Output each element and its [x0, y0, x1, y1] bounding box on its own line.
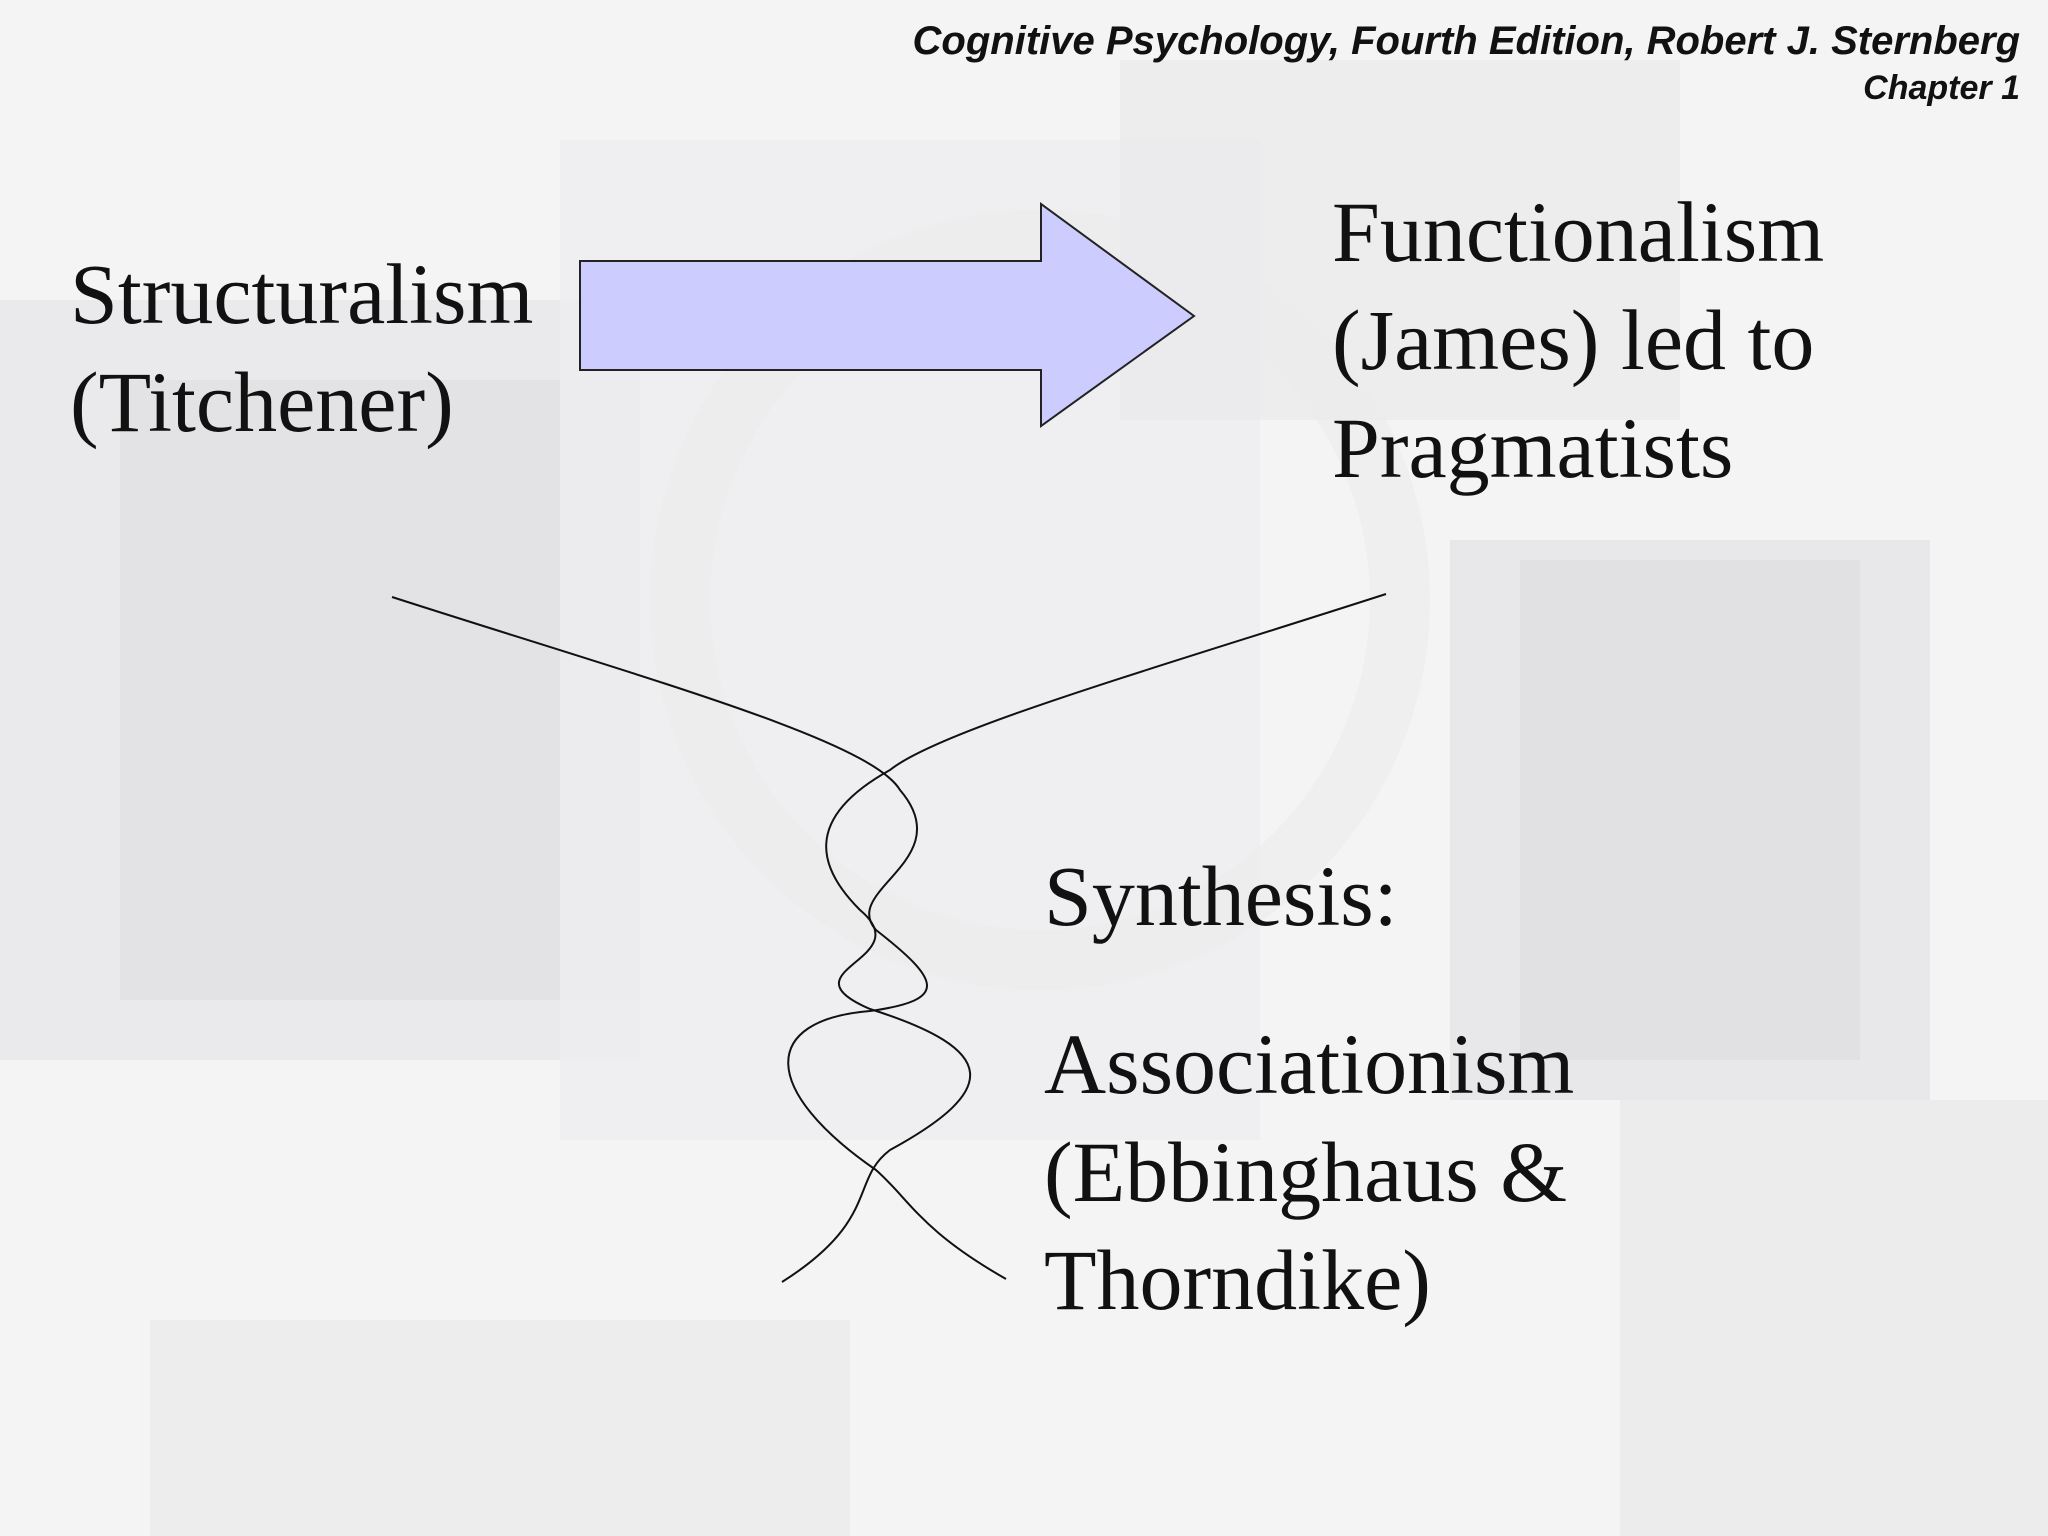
slide-header: Cognitive Psychology, Fourth Edition, Ro…: [913, 16, 2020, 110]
functionalism-proponent: (James) led to: [1332, 292, 1815, 388]
structuralism-proponent: (Titchener): [70, 354, 454, 450]
functionalism-label: Functionalism (James) led to Pragmatists: [1332, 178, 1824, 502]
associationism-label: Associationism (Ebbinghaus & Thorndike): [1044, 1010, 1574, 1334]
structuralism-term: Structuralism: [70, 246, 534, 342]
intertwining-strand-left: [391, 596, 1007, 1280]
structuralism-label: Structuralism (Titchener): [70, 240, 533, 456]
functionalism-term: Functionalism: [1332, 184, 1825, 280]
chapter-label: Chapter 1: [1863, 69, 2020, 107]
synthesis-term: Synthesis:: [1044, 848, 1398, 944]
book-title: Cognitive Psychology, Fourth Edition, Ro…: [912, 19, 2020, 63]
synthesis-heading: Synthesis:: [1044, 842, 1398, 950]
associationism-proponent-2: Thorndike): [1044, 1232, 1431, 1328]
functionalism-successor: Pragmatists: [1332, 400, 1734, 496]
intertwining-strand-right: [781, 593, 1387, 1283]
associationism-term: Associationism: [1044, 1016, 1575, 1112]
right-arrow-shape: [579, 202, 1196, 428]
associationism-proponent-1: (Ebbinghaus &: [1044, 1124, 1568, 1220]
